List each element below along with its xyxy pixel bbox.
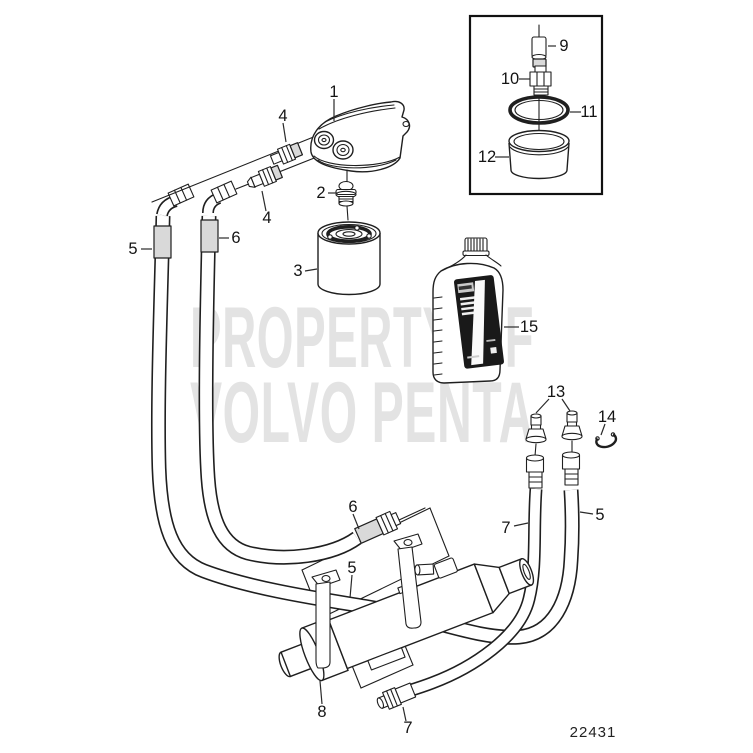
callout-leader-14 [600, 423, 606, 436]
bottle-cap-ribs [467, 238, 484, 252]
drawing-number: 22431 [570, 724, 617, 741]
mounting-straps [311, 533, 423, 669]
callout-leader-13 [561, 398, 571, 412]
strap-band [397, 546, 422, 629]
fuel-filter-canister [317, 221, 381, 296]
callout-leader-13 [535, 398, 550, 414]
strap-band [315, 581, 331, 669]
inset-detail-box [468, 14, 604, 196]
part-callout-9: 9 [559, 37, 568, 55]
callout-leader-6 [352, 513, 360, 530]
callout-leader-3 [304, 268, 318, 272]
part-callout-5: 5 [595, 506, 604, 524]
part-callout-4: 4 [262, 209, 271, 227]
flange-hole [402, 120, 410, 128]
callout-leader-5 [349, 574, 353, 599]
part-callout-1: 1 [329, 83, 338, 101]
filter-bowl-12 [508, 129, 570, 180]
cooler-foot [367, 647, 406, 671]
bottle-graduations [433, 296, 443, 376]
part-callout-7: 7 [403, 719, 412, 737]
filter-head [310, 100, 411, 173]
bolt-hole [321, 574, 331, 583]
part-callout-5: 5 [128, 240, 137, 258]
callout-leader-4 [261, 190, 267, 212]
callout-leader-7 [402, 706, 407, 722]
hose-7 [376, 488, 543, 710]
hose-sleeve [153, 225, 172, 259]
fitting-4-upper [269, 142, 304, 165]
hose-5-top-fitting [561, 451, 581, 486]
hose-sleeve [200, 219, 219, 253]
retaining-clip-14 [595, 432, 618, 449]
assembly-line [398, 507, 426, 521]
part-callout-13: 13 [547, 383, 565, 401]
part-callout-6: 6 [348, 498, 357, 516]
callout-leader-5 [579, 511, 594, 515]
callout-leader-7 [513, 522, 529, 527]
part-callout-10: 10 [501, 70, 519, 88]
head-port [313, 130, 335, 150]
part-callout-2: 2 [316, 184, 325, 202]
part-callout-6: 6 [231, 229, 240, 247]
head-port [332, 140, 354, 160]
part-callout-8: 8 [317, 703, 326, 721]
part-callout-5: 5 [347, 559, 356, 577]
part-callout-3: 3 [293, 262, 302, 280]
vent-screw-9 [531, 36, 547, 68]
fitting-4-lower [246, 164, 283, 188]
hose-7-top-fitting [525, 454, 545, 489]
hose-5-elbow [153, 183, 195, 259]
part-callout-11: 11 [580, 103, 597, 121]
part-callout-7: 7 [501, 519, 510, 537]
callout-leader-8 [319, 680, 323, 705]
callout-leader-4 [282, 122, 287, 143]
part-callout-14: 14 [598, 408, 616, 426]
hose-6 [198, 215, 426, 565]
oil-bottle [432, 237, 504, 384]
bolt-hole [403, 538, 413, 547]
bottle-label [454, 275, 504, 369]
part-callout-12: 12 [478, 148, 496, 166]
connectors-13 [525, 410, 583, 457]
hose-5 [150, 215, 580, 645]
cooler-inlet-boss [414, 557, 458, 579]
nipple-fitting [335, 169, 357, 221]
part-callout-4: 4 [278, 107, 287, 125]
hose-7-end-fitting [376, 682, 417, 710]
o-ring-11 [508, 95, 570, 125]
hose-6-elbow [200, 180, 238, 253]
part-callout-15: 15 [520, 318, 538, 336]
hose-6-end-fitting [354, 510, 402, 544]
fitting-10 [529, 65, 552, 96]
